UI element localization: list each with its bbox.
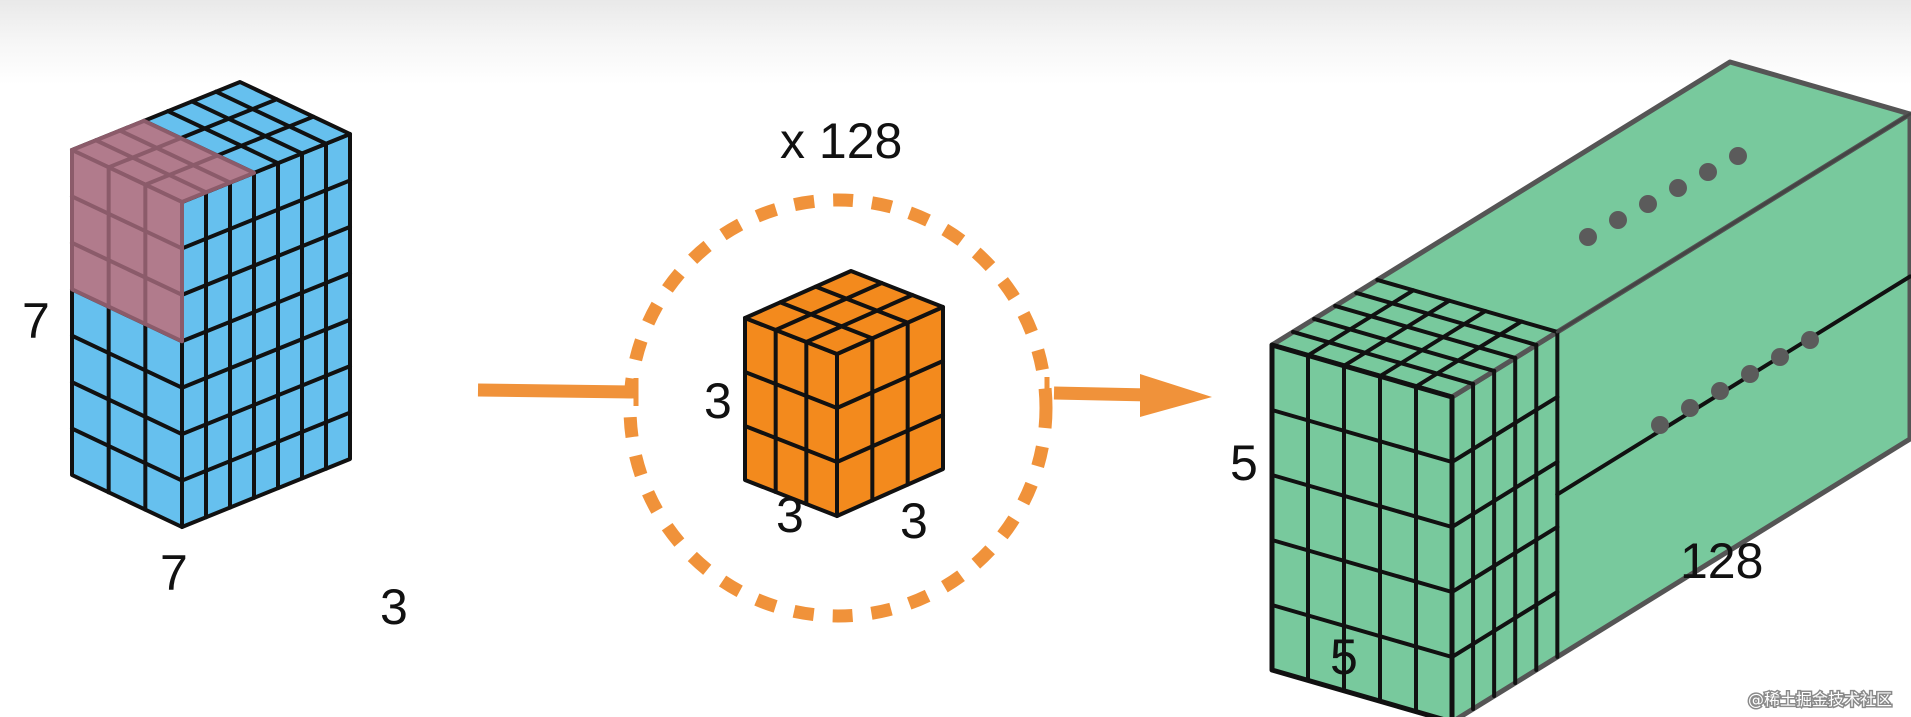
ellipsis-dot <box>1681 399 1699 417</box>
input-grid-line <box>70 380 184 437</box>
ellipsis-dot <box>1699 163 1717 181</box>
output-side-grid-line <box>1450 394 1560 464</box>
input-grid-line <box>166 109 280 166</box>
input-grid-line <box>180 410 352 483</box>
receptive-window-grid-line <box>70 240 184 297</box>
output-top-grid-line <box>1312 316 1497 373</box>
ellipsis-dot <box>1669 179 1687 197</box>
output-feature-map-grid <box>1269 342 1455 717</box>
kernel-grid-line <box>778 300 875 341</box>
output-grid-line <box>1270 408 1454 464</box>
output-top-grid-line <box>1291 329 1476 386</box>
kernel-width-label: 3 <box>776 487 804 543</box>
kernel-grid-line <box>743 424 839 464</box>
kernel-grid-line <box>743 370 839 410</box>
output-top-grid-line <box>1414 319 1524 389</box>
input-height-label: 7 <box>22 293 50 349</box>
ellipsis-dot <box>1651 416 1669 434</box>
output-side-grid-line <box>1450 459 1560 529</box>
input-grid-line <box>214 89 328 146</box>
receptive-window-grid-line <box>143 153 220 187</box>
output-top-grid-line <box>1378 309 1488 379</box>
arrow-head <box>1140 374 1212 417</box>
receptive-window-grid-line <box>106 136 183 170</box>
input-grid-line <box>70 333 184 390</box>
ellipsis-dot <box>1639 195 1657 213</box>
watermark: @稀土掘金技术社区 <box>1748 690 1892 709</box>
ellipsis-dot <box>1579 228 1597 246</box>
kernel-dashed-circle <box>623 193 1053 623</box>
output-top-grid-line <box>1306 288 1416 358</box>
input-grid-line <box>180 178 352 251</box>
output-top-grid-line <box>1342 298 1452 368</box>
receptive-window-grid-line <box>70 194 184 251</box>
receptive-window-grid-line <box>118 128 232 185</box>
output-grid-line <box>1270 603 1454 659</box>
output-grid-line <box>1270 538 1454 594</box>
ellipsis-dot <box>1609 211 1627 229</box>
kernel-count-label: x 128 <box>780 113 902 169</box>
ellipsis-dot <box>1801 331 1819 349</box>
ellipsis-dot <box>1741 365 1759 383</box>
ellipsis-dot <box>1771 348 1789 366</box>
output-side-grid-line <box>1450 524 1560 594</box>
output-depth-label: 128 <box>1680 533 1763 589</box>
kernel-cube <box>743 269 945 518</box>
ellipsis-dot <box>1711 382 1729 400</box>
output-top-grid-line <box>1333 303 1518 360</box>
output-hidden-line <box>1555 274 1911 497</box>
output-height-label: 5 <box>1230 435 1258 491</box>
input-grid-line <box>180 364 352 437</box>
ellipsis-dot <box>1729 147 1747 165</box>
output-top-edge <box>1555 112 1911 334</box>
input-width-label: 7 <box>160 545 188 601</box>
input-grid-line <box>180 271 352 344</box>
kernel-grid-line <box>813 284 910 325</box>
input-grid-line <box>70 426 184 483</box>
kernel-grid-line <box>773 281 884 332</box>
kernel-grid-line <box>804 293 915 344</box>
kernel-grid-line <box>835 413 945 464</box>
kernel-grid-line <box>835 359 945 410</box>
kernel-height-label: 3 <box>704 373 732 429</box>
kernel-depth-label: 3 <box>900 493 928 549</box>
output-grid-line <box>1270 473 1454 529</box>
input-grid-line <box>190 99 304 156</box>
output-top-grid-line <box>1354 290 1539 347</box>
input-grid-line <box>180 224 352 297</box>
output-ellipsis-dots <box>1579 147 1819 434</box>
input-grid-line <box>180 317 352 390</box>
input-depth-label: 3 <box>380 579 408 635</box>
input-to-kernel-connector <box>477 378 639 406</box>
output-width-label: 5 <box>1330 629 1358 685</box>
output-depth-slice-edge <box>1375 277 1560 334</box>
kernel-to-output-arrow <box>1044 374 1212 417</box>
input-volume <box>70 80 352 529</box>
output-front-face <box>1269 342 1455 717</box>
receptive-window-grid-line <box>94 138 208 195</box>
output-side-grid-line <box>1450 589 1560 659</box>
